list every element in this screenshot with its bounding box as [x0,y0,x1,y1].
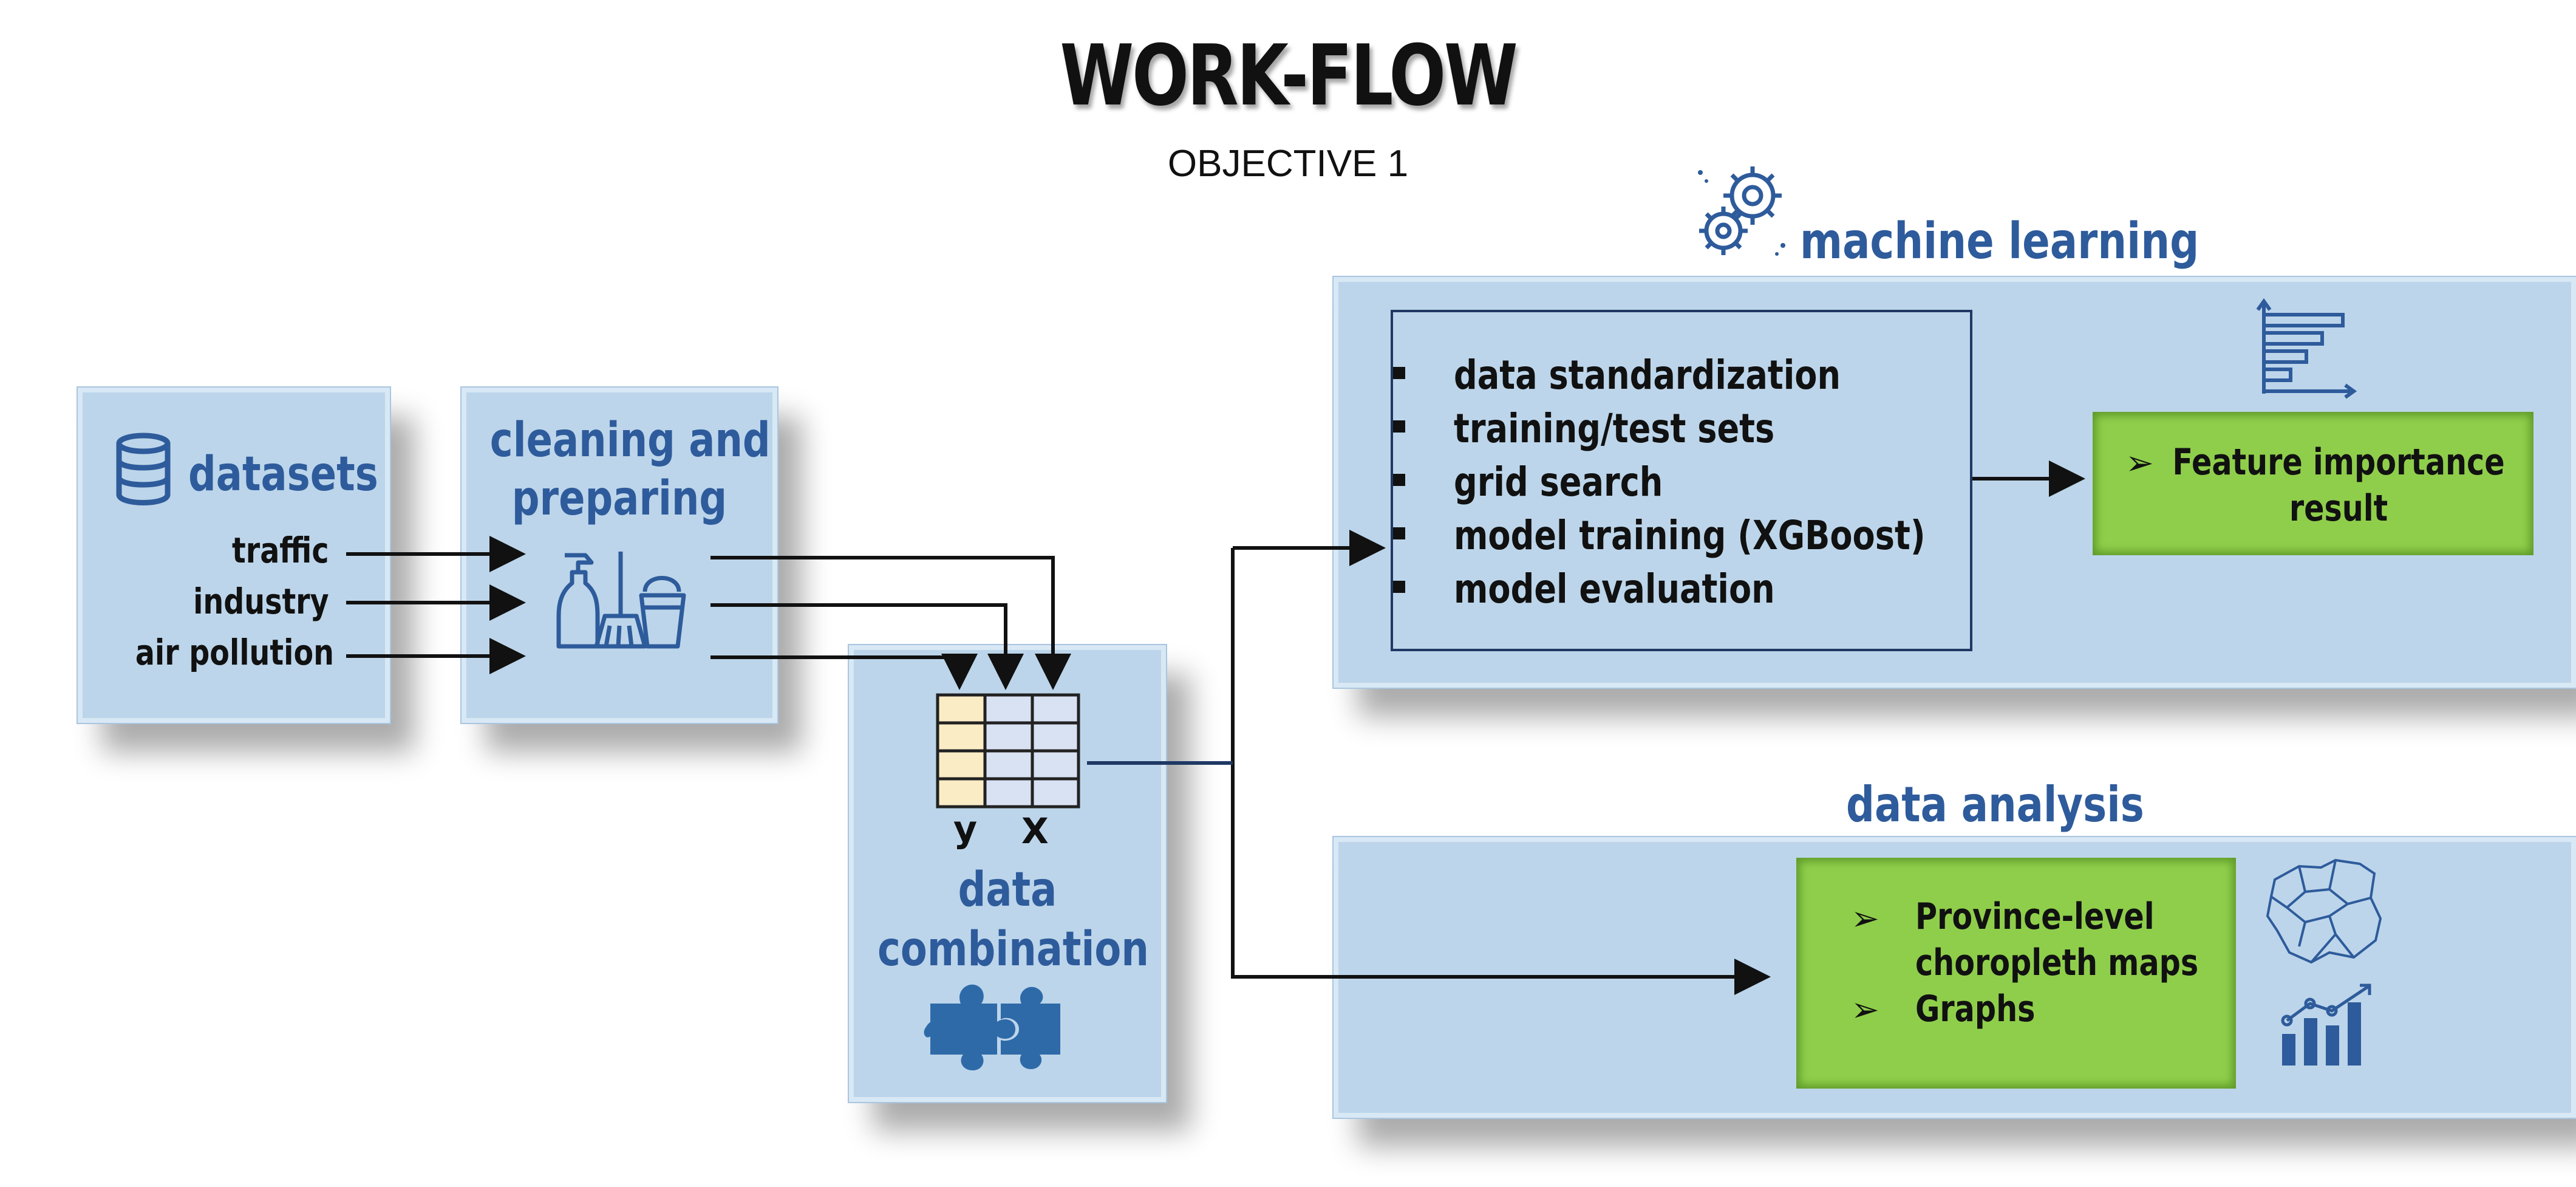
cleaning-heading-line1: cleaning and [489,413,771,468]
result-line1: Feature importance [2172,441,2505,484]
line-bar-chart-icon [2278,982,2376,1066]
dataset-item-air-pollution: air pollution [135,632,334,673]
result-line2: result [2289,487,2388,530]
ml-step: grid search [1393,456,2029,509]
dataset-item-industry: industry [193,581,329,622]
cleaning-heading-line2: preparing [511,471,727,526]
combination-heading-line1: data [958,863,1057,917]
analysis-output-maps-line1: Province-level [1915,895,2155,938]
analysis-output-graphs: Graphs [1915,988,2036,1030]
feature-importance-result-box: ➢ Feature importance result [2093,412,2533,555]
database-icon [115,433,171,505]
arrow-bullet-icon: ➢ [1851,990,1879,1030]
data-analysis-heading: data analysis [1846,776,2144,833]
bar-chart-icon [2255,296,2359,399]
ml-step: data standardization [1393,349,2029,402]
data-table-icon [936,693,1080,809]
machine-learning-heading: machine learning [1800,213,2199,270]
analysis-output-maps-line2: choropleth maps [1915,942,2199,984]
arrow-bullet-icon: ➢ [1851,899,1879,939]
datasets-heading: datasets [188,447,378,502]
page-title: WORK-FLOW [1060,27,1518,125]
analysis-outputs-box: ➢ Province-level choropleth maps ➢ Graph… [1796,858,2236,1089]
gear-icon [1692,160,1789,262]
ml-step: training/test sets [1393,402,2029,456]
arrow-bullet-icon: ➢ [2125,443,2154,483]
combination-heading-line2: combination [877,922,1149,977]
cleaning-supplies-icon [554,549,687,652]
ml-steps-box: data standardization training/test sets … [1391,310,1972,651]
dataset-item-traffic: traffic [232,530,329,571]
puzzle-icon [924,979,1064,1072]
y-label: y [953,808,978,850]
ml-step: model training (XGBoost) [1393,509,2029,563]
x-label: X [1021,810,1049,852]
poland-map-icon [2263,855,2384,965]
datasets-panel [78,388,390,723]
page-subtitle: OBJECTIVE 1 [1167,143,1409,185]
ml-step: model evaluation [1393,563,2029,616]
